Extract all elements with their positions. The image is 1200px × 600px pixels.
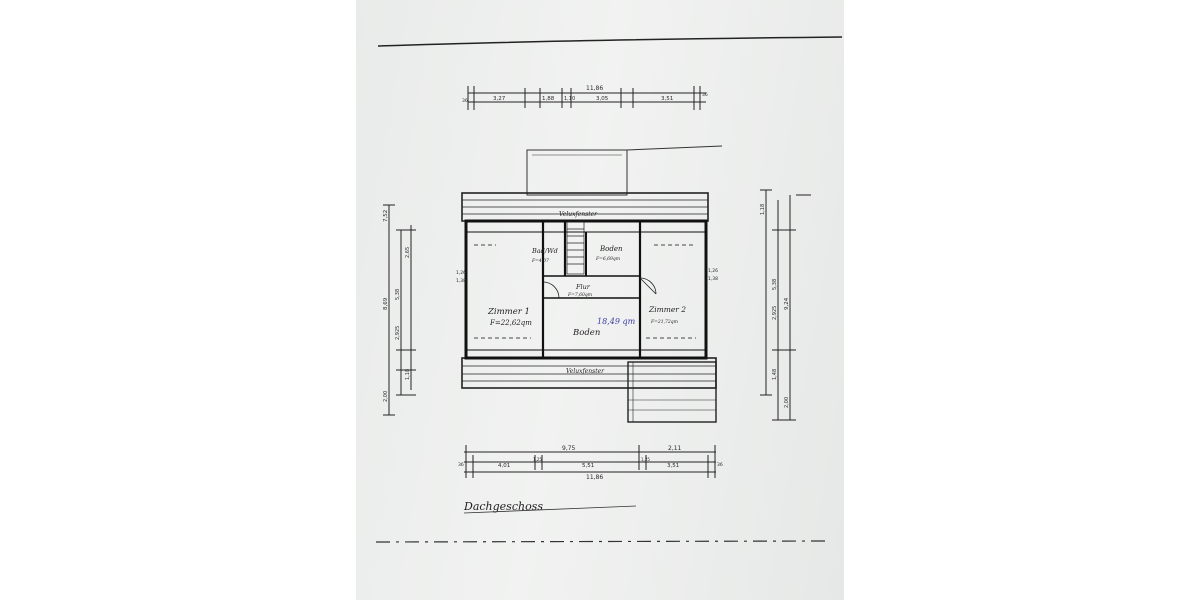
drawing-title: Dachgeschoss [463,500,543,513]
room-zimmer2-name: Zimmer 2 [648,305,686,314]
right-dim-3: 5,38 [772,279,778,290]
room-zimmer1-area: F=22,62qm [489,319,532,327]
bottom-dim-total: 11,86 [586,474,603,481]
staircase [566,221,585,275]
floor-plan-drawing: 11,86 3,27 1,88 1,10 3,05 3,51 36 36 Vel… [375,36,843,543]
room-boden-top-area: F=6,69qm [595,256,620,262]
left-dim-5: 2,925 [395,326,401,340]
bottom-dim-small-1: 1,25 [533,457,542,462]
room-boden-main-name: Boden [572,328,600,338]
room-bad-name: Bad/Wd [531,247,558,255]
left-dim-4: 5,38 [395,289,401,300]
left-dim-1: 7,52 [383,210,389,222]
right-dim-6: 1,48 [772,369,778,380]
bottom-dimension-chain [464,445,716,478]
top-dimension-chain [467,86,706,110]
top-window-label: Veluxfenster [559,211,598,218]
right-dim-5: 2,00 [784,397,790,408]
dormer-top-outline [526,145,723,196]
door-swings [542,277,657,299]
bottom-dim-seg-2: 5,51 [582,463,594,469]
top-dim-total: 11,86 [586,85,603,92]
left-dim-7: 1,18 [405,369,411,380]
top-dim-seg-4: 3,05 [596,96,609,102]
room-boden-top-name: Boden [599,245,623,253]
paper-edge-line [377,36,843,47]
room-zimmer2-area: F=21,72qm [650,319,678,325]
room-zimmer1-name: Zimmer 1 [487,307,530,317]
building-walls [464,219,708,360]
room-flur-name: Flur [575,283,591,291]
right-small-dim-2: 1,38 [708,276,718,282]
handwritten-area-annotation: 18,49 qm [597,317,636,326]
left-small-dim-1: 1,26 [456,270,466,276]
right-dim-1: 1,18 [760,204,766,215]
frame-dash-line [375,540,827,543]
top-dim-seg-3: 1,10 [564,96,575,102]
bottom-dim-end-left: 36 [458,462,464,468]
room-bad-area: F=4,07 [531,258,549,264]
top-dim-seg-1: 3,27 [493,96,506,102]
bottom-dim-seg-1: 4,01 [498,463,510,469]
top-dim-seg-5: 3,51 [661,96,673,102]
title-underline [463,505,637,514]
bottom-window-label: Veluxfenster [566,368,605,375]
bottom-dim-upper-1: 9,75 [562,445,576,452]
top-dim-end-right: 36 [702,92,708,98]
bottom-dim-seg-3: 3,51 [667,463,679,469]
right-dim-4: 9,24 [784,297,790,310]
left-dim-3: 2,00 [383,391,389,402]
left-dim-2: 8,69 [383,297,389,310]
top-dim-seg-2: 1,88 [542,96,555,102]
bottom-dim-upper-2: 2,11 [668,445,682,452]
left-small-dim-2: 1,38 [456,278,466,284]
floor-plan-paper: 11,86 3,27 1,88 1,10 3,05 3,51 36 36 Vel… [356,0,844,600]
right-dim-2: 2,925 [772,306,778,320]
right-dimension-chain [760,189,811,421]
top-dim-end-left: 36 [462,98,468,104]
bottom-dim-small-2: 1,25 [641,457,650,462]
room-flur-area: F=7,60qm [567,292,592,298]
bottom-dim-end-right: 36 [717,462,723,468]
left-dimension-chain [383,204,416,416]
left-dim-6: 2,65 [405,247,411,258]
right-small-dim-1: 1,26 [708,268,718,274]
